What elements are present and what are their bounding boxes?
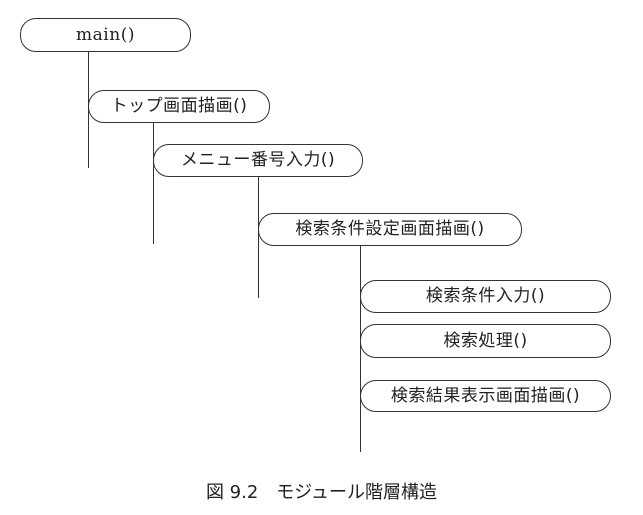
connector-menu-children bbox=[258, 176, 259, 298]
node-search-result-display-draw: 検索結果表示画面描画() bbox=[360, 380, 611, 412]
connector-top-children bbox=[153, 123, 154, 244]
node-main: main() bbox=[20, 18, 191, 52]
node-menu-number-input: メニュー番号入力() bbox=[153, 144, 363, 177]
node-search-condition-setup-draw: 検索条件設定画面描画() bbox=[258, 213, 522, 246]
figure-caption: 図 9.2 モジュール階層構造 bbox=[205, 482, 438, 503]
node-search-process: 検索処理() bbox=[360, 324, 611, 358]
connector-search-setup-children bbox=[360, 246, 361, 452]
node-top-screen-draw: トップ画面描画() bbox=[88, 90, 270, 123]
node-search-condition-input: 検索条件入力() bbox=[360, 280, 611, 313]
